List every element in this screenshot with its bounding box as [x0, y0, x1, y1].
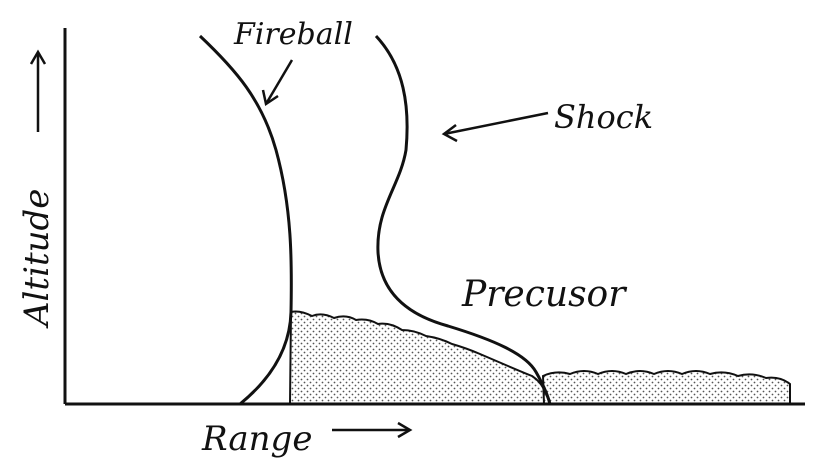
x-axis-label: Range — [201, 419, 312, 459]
y-axis-label: Altitude — [17, 189, 57, 329]
precursor-label: Precusor — [461, 274, 627, 315]
precursor-region-main — [290, 312, 550, 405]
shock-pointer-arrow — [444, 113, 548, 141]
fireball-pointer-arrow — [263, 60, 292, 104]
precursor-region-outer — [543, 371, 790, 404]
fireball-label: Fireball — [233, 17, 353, 52]
shock-label: Shock — [554, 98, 653, 136]
range-direction-arrow — [332, 423, 410, 437]
altitude-direction-arrow — [31, 52, 45, 132]
fireball-curve — [200, 36, 291, 404]
